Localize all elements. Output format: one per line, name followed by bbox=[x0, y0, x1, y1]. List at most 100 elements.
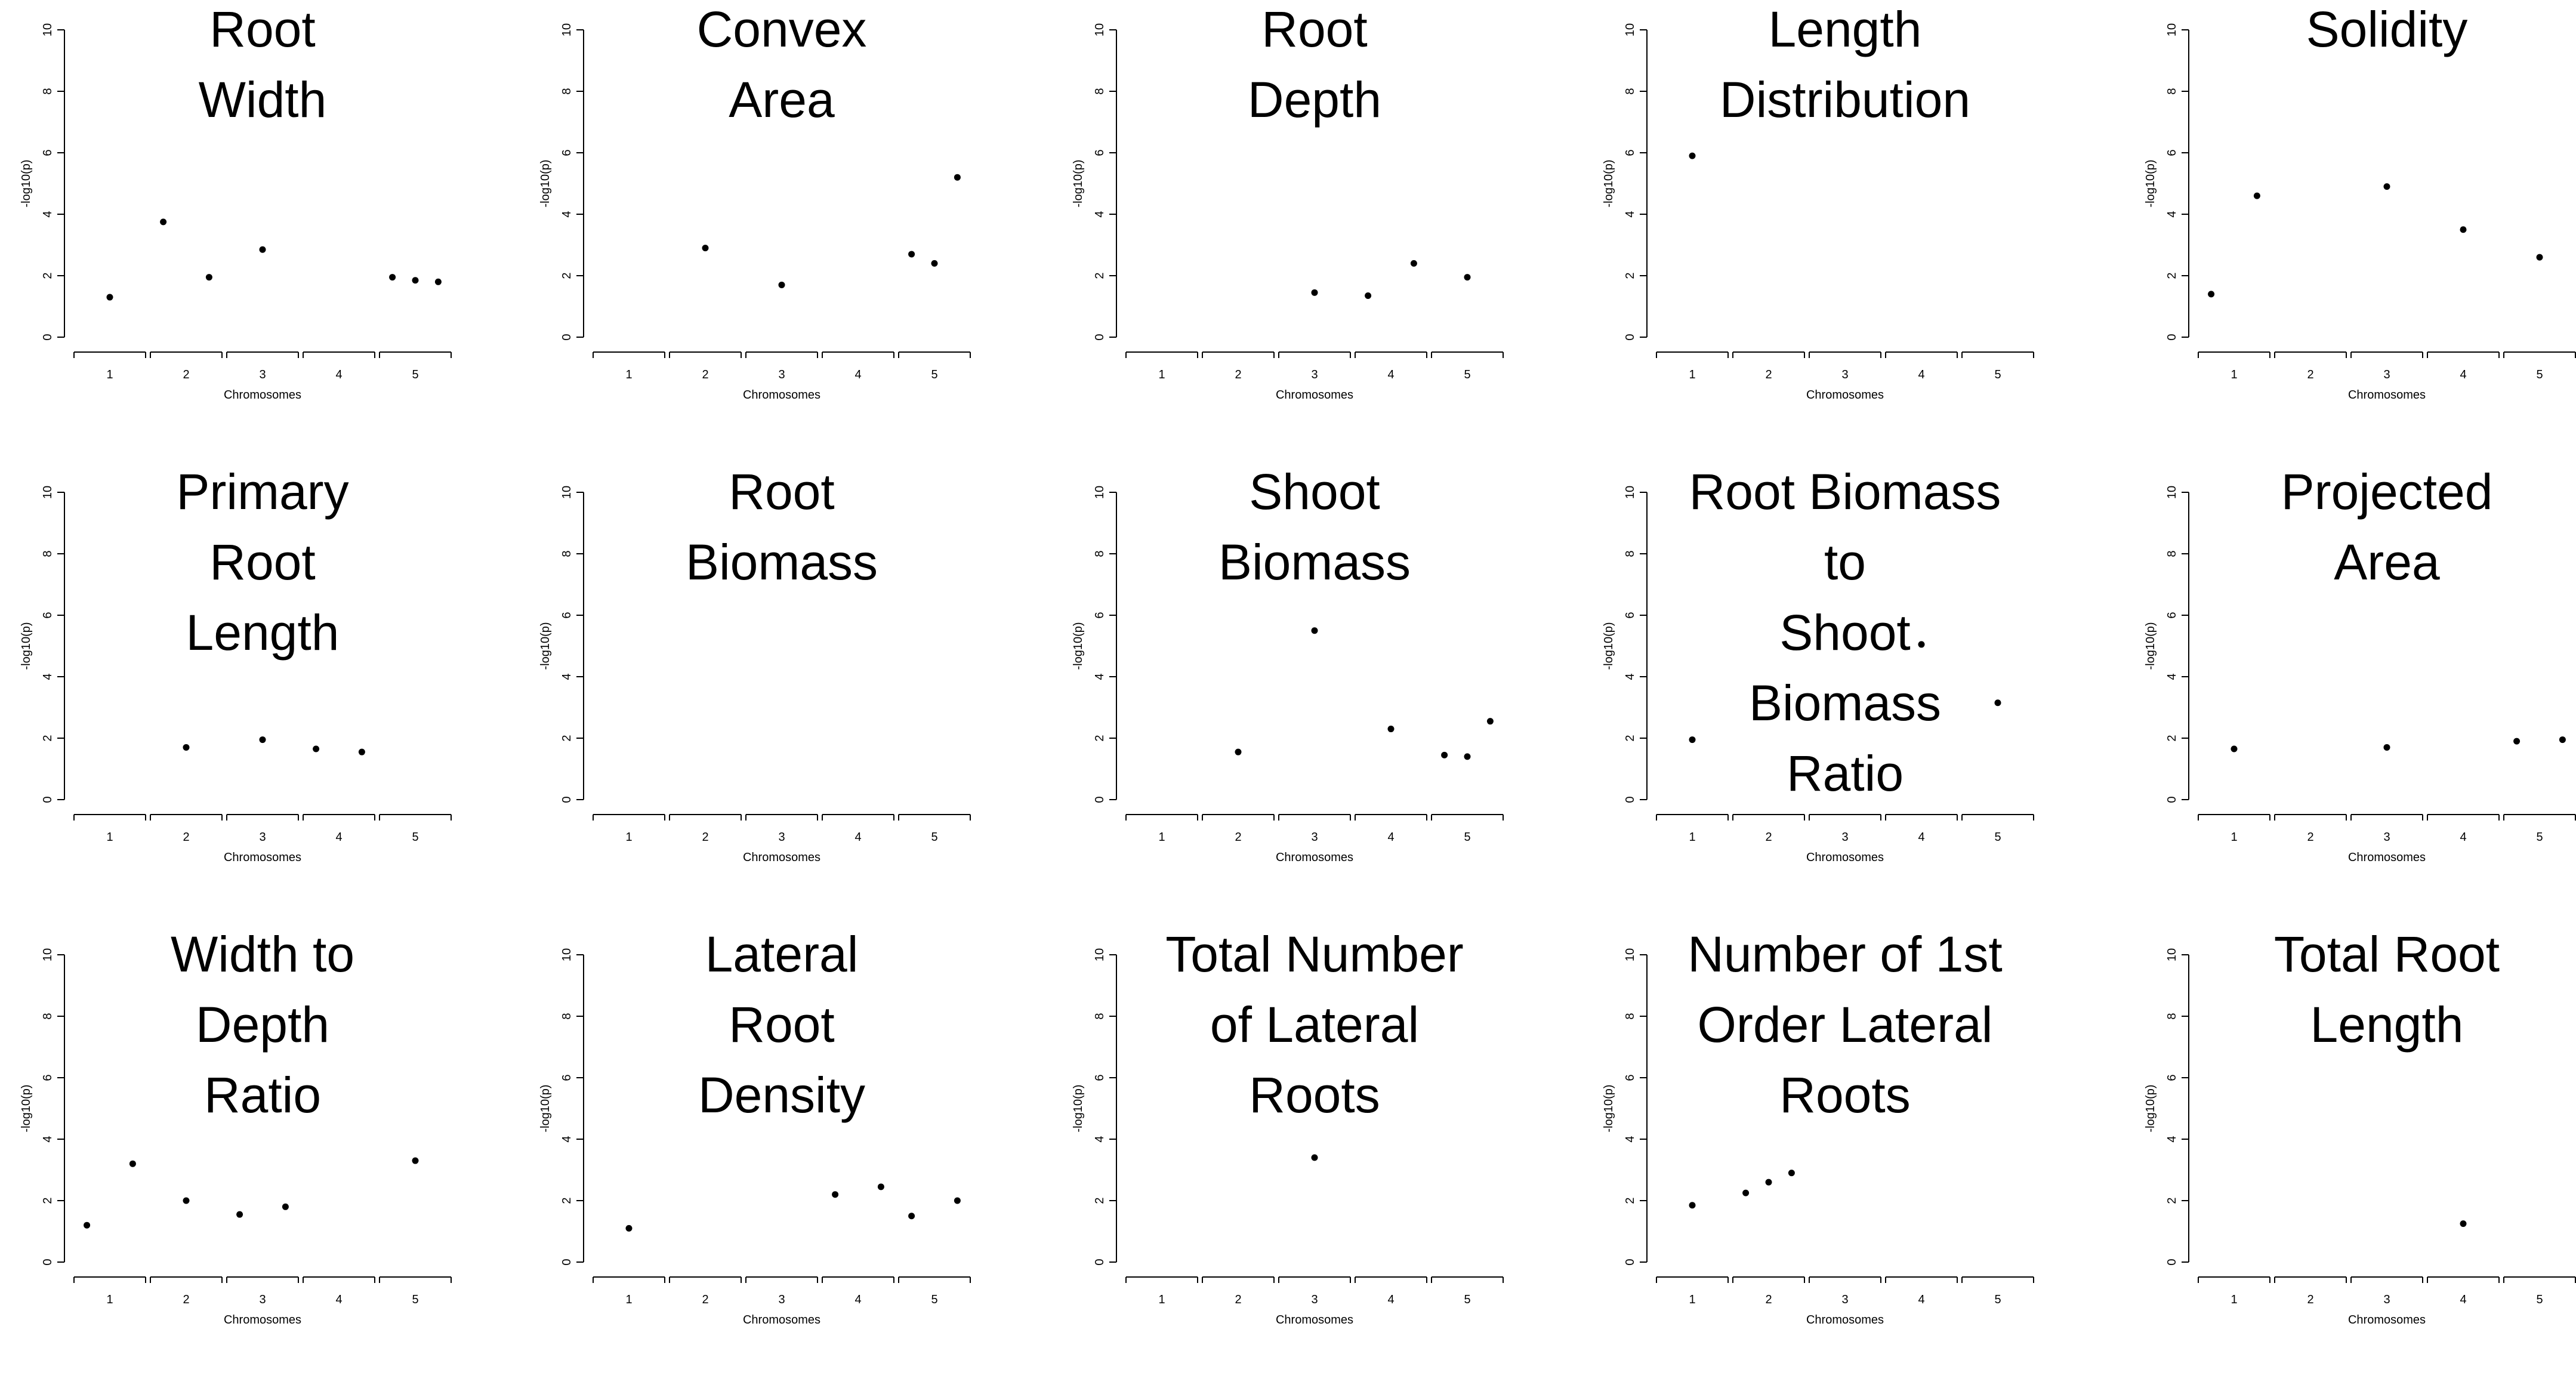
y-axis-label: -log10(p) bbox=[1072, 1084, 1085, 1132]
snp-point bbox=[183, 1197, 190, 1204]
snp-point bbox=[1742, 1189, 1750, 1196]
y-tick-label: 6 bbox=[2165, 1074, 2179, 1081]
snp-point bbox=[2383, 183, 2390, 190]
y-tick-label: 10 bbox=[560, 948, 573, 961]
y-tick-label: 10 bbox=[2165, 23, 2179, 36]
x-tick-label: 1 bbox=[106, 368, 113, 381]
y-tick-label: 4 bbox=[2165, 1136, 2179, 1142]
x-tick-label: 2 bbox=[2307, 368, 2313, 381]
x-tick-label: 2 bbox=[2307, 831, 2313, 844]
x-tick-label: 1 bbox=[106, 1293, 113, 1306]
y-tick-label: 2 bbox=[560, 1197, 573, 1204]
y-tick-label: 2 bbox=[560, 272, 573, 279]
x-tick-label: 4 bbox=[2460, 831, 2466, 844]
x-tick-label: 4 bbox=[1387, 1293, 1394, 1306]
y-tick-label: 10 bbox=[2165, 948, 2179, 961]
x-tick-label: 3 bbox=[259, 1293, 266, 1306]
x-tick-label: 3 bbox=[259, 831, 266, 844]
x-tick-label: 1 bbox=[2231, 831, 2237, 844]
x-tick-label: 5 bbox=[412, 831, 418, 844]
x-axis-label: Chromosomes bbox=[1806, 851, 1884, 864]
snp-point bbox=[877, 1183, 884, 1190]
x-tick-label: 3 bbox=[1311, 831, 1318, 844]
y-tick-label: 6 bbox=[2165, 149, 2179, 156]
x-tick-label: 3 bbox=[2383, 1293, 2390, 1306]
x-tick-label: 1 bbox=[625, 1293, 632, 1306]
x-tick-label: 4 bbox=[1918, 1293, 1924, 1306]
snp-point bbox=[412, 277, 419, 284]
y-tick-label: 4 bbox=[560, 211, 573, 217]
x-tick-label: 1 bbox=[1689, 831, 1695, 844]
snp-point bbox=[259, 246, 266, 253]
chart-title: Length Distribution bbox=[1719, 1, 1971, 128]
y-axis-label: -log10(p) bbox=[539, 1084, 552, 1132]
snp-point bbox=[908, 251, 915, 258]
y-tick-label: 0 bbox=[560, 796, 573, 803]
x-tick-label: 5 bbox=[2536, 1293, 2543, 1306]
y-tick-label: 10 bbox=[1624, 948, 1637, 961]
y-tick-label: 0 bbox=[2165, 334, 2179, 340]
y-tick-label: 4 bbox=[41, 211, 54, 217]
chart-title: Lateral Root Density bbox=[698, 926, 866, 1123]
x-tick-label: 4 bbox=[854, 831, 861, 844]
snp-point bbox=[2383, 744, 2390, 751]
x-tick-label: 2 bbox=[1765, 1293, 1772, 1306]
chart-title: Solidity bbox=[2306, 1, 2468, 57]
y-tick-label: 6 bbox=[560, 149, 573, 156]
x-axis-label: Chromosomes bbox=[1276, 388, 1353, 402]
x-tick-label: 4 bbox=[2460, 1293, 2466, 1306]
y-tick-label: 8 bbox=[1624, 1013, 1637, 1019]
chart-title: Primary Root Length bbox=[176, 464, 349, 661]
snp-point bbox=[2460, 1220, 2467, 1227]
x-tick-label: 3 bbox=[778, 831, 785, 844]
y-axis-label: -log10(p) bbox=[539, 622, 552, 670]
y-tick-label: 8 bbox=[1093, 1013, 1106, 1019]
x-tick-label: 1 bbox=[1689, 1293, 1695, 1306]
x-tick-label: 2 bbox=[1235, 368, 1241, 381]
snp-point bbox=[205, 274, 212, 281]
y-tick-label: 0 bbox=[41, 1259, 54, 1265]
x-tick-label: 5 bbox=[2536, 831, 2543, 844]
y-tick-label: 2 bbox=[1624, 1197, 1637, 1204]
y-tick-label: 0 bbox=[2165, 796, 2179, 803]
snp-point bbox=[931, 260, 938, 267]
x-tick-label: 5 bbox=[1994, 368, 2001, 381]
x-tick-label: 3 bbox=[778, 1293, 785, 1306]
chart-title: Number of 1st Order Lateral Roots bbox=[1687, 926, 2003, 1123]
y-tick-label: 0 bbox=[560, 334, 573, 340]
x-tick-label: 3 bbox=[259, 368, 266, 381]
x-axis-label: Chromosomes bbox=[1276, 851, 1353, 864]
y-tick-label: 6 bbox=[41, 149, 54, 156]
x-tick-label: 2 bbox=[702, 368, 708, 381]
snp-point bbox=[2536, 254, 2543, 261]
snp-point bbox=[84, 1222, 91, 1229]
x-tick-label: 5 bbox=[1994, 1293, 2001, 1306]
y-tick-label: 10 bbox=[560, 486, 573, 499]
x-tick-label: 2 bbox=[1765, 831, 1772, 844]
y-tick-label: 8 bbox=[2165, 88, 2179, 94]
y-tick-label: 8 bbox=[1093, 550, 1106, 557]
snp-point bbox=[1689, 736, 1696, 744]
x-axis-label: Chromosomes bbox=[743, 388, 820, 402]
y-axis-label: -log10(p) bbox=[539, 159, 552, 207]
x-axis-label: Chromosomes bbox=[224, 1313, 301, 1327]
y-tick-label: 8 bbox=[2165, 550, 2179, 557]
x-tick-label: 2 bbox=[1765, 368, 1772, 381]
y-tick-label: 6 bbox=[560, 612, 573, 618]
y-tick-label: 8 bbox=[560, 1013, 573, 1019]
x-tick-label: 5 bbox=[931, 368, 937, 381]
